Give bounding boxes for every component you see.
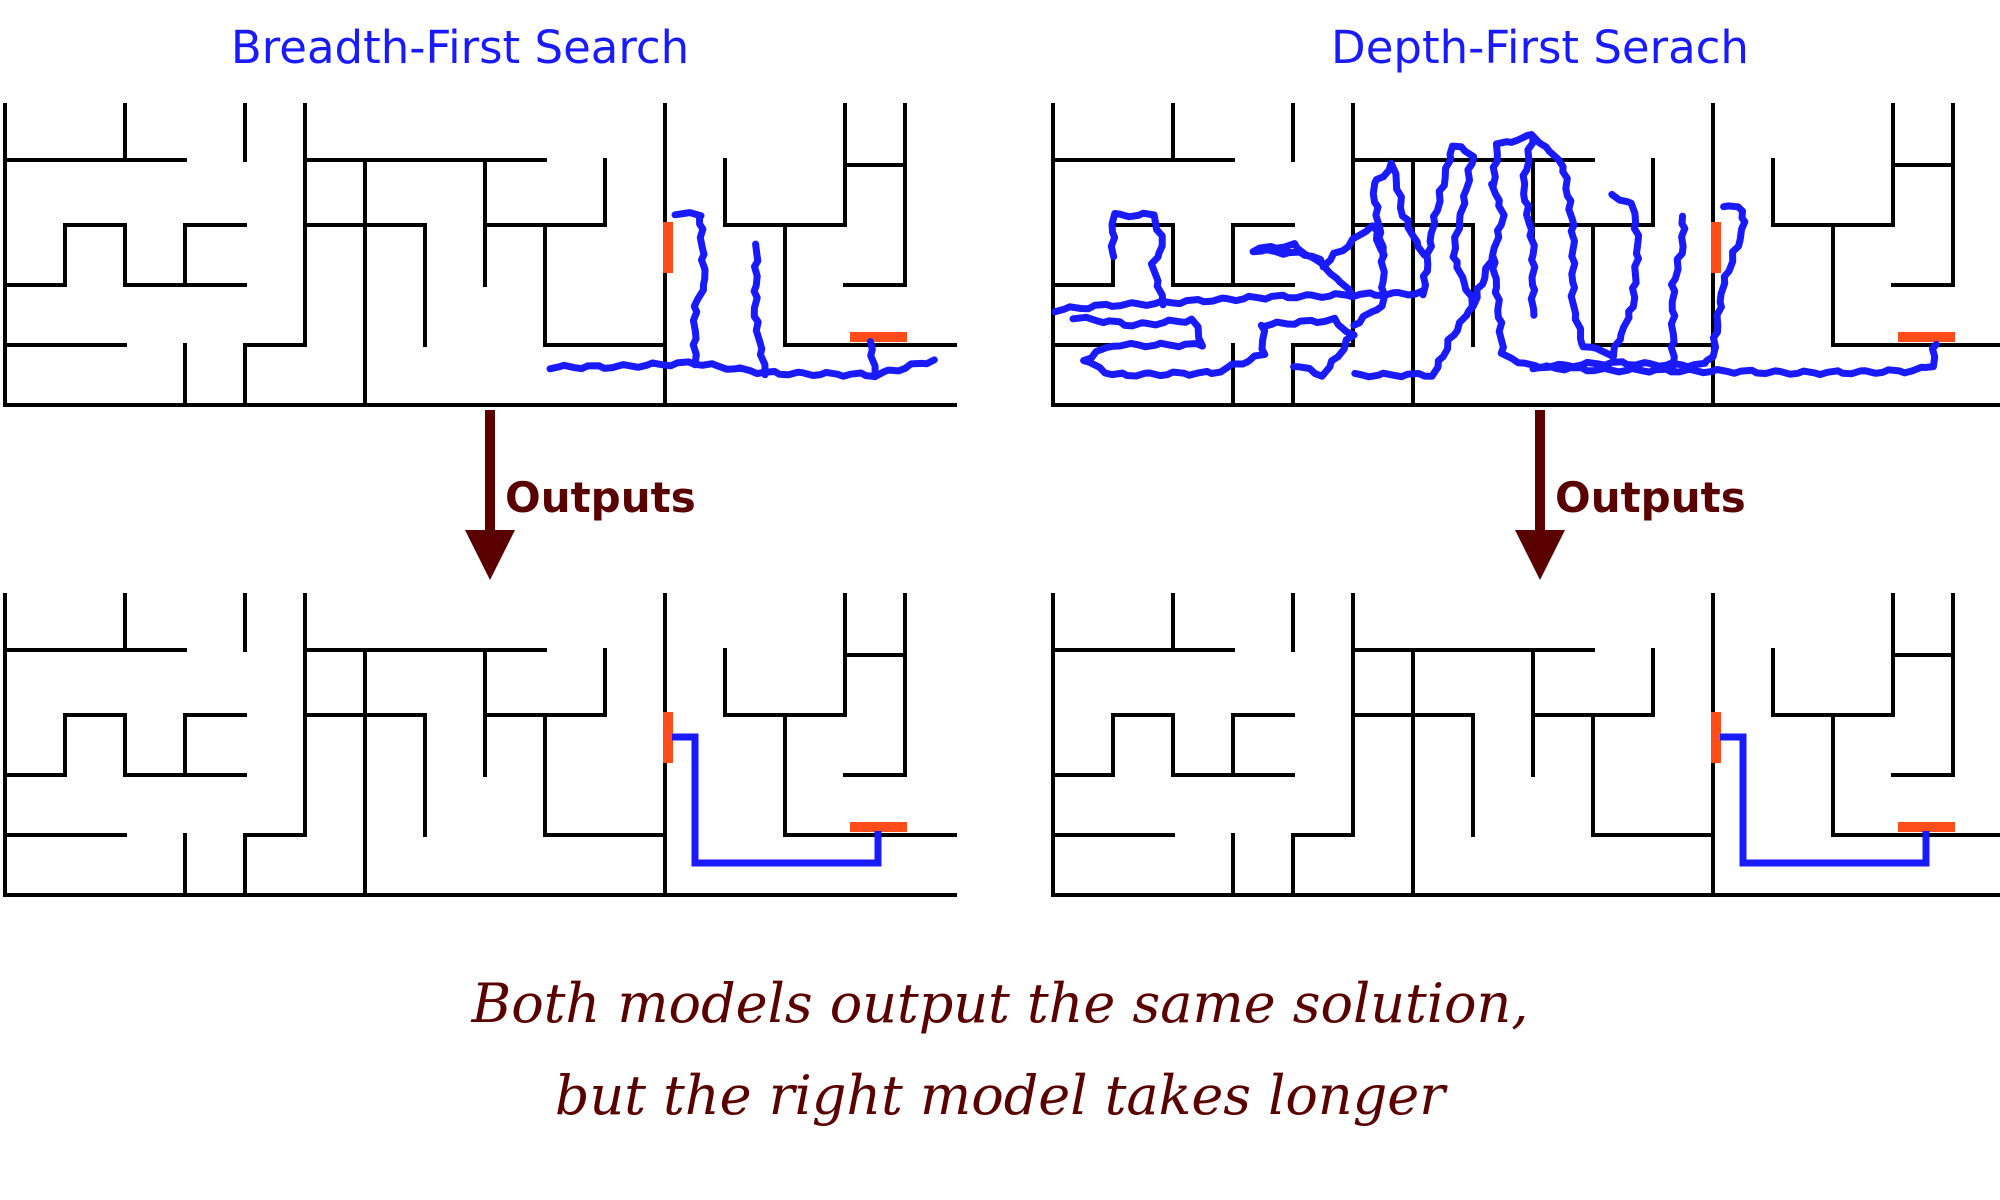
dfs-search-trace: [1419, 142, 1478, 299]
dfs-search-trace: [1259, 314, 1358, 380]
bfs-search-trace: [671, 209, 705, 220]
outputs-label-right: Outputs: [1555, 473, 1746, 522]
dfs-search-trace: [1369, 159, 1428, 261]
dfs-search-trace: [1489, 253, 1717, 372]
bfs-solution-path: [672, 733, 882, 867]
arrow-left: [465, 410, 515, 580]
dfs-search-trace: [1249, 240, 1357, 301]
dfs-search-trace: [1709, 202, 1749, 361]
outputs-label-left: Outputs: [505, 473, 696, 522]
dfs-search-trace: [1051, 287, 1425, 316]
dfs-search-trace: [1579, 190, 1643, 361]
dfs-search-trace: [1069, 313, 1269, 380]
bfs-search-maze: [3, 103, 957, 407]
dfs-search-trace: [1469, 180, 1508, 311]
dfs-search-trace: [1351, 253, 1476, 381]
dfs-search-trace: [1489, 131, 1586, 349]
arrow-right-head: [1515, 530, 1565, 580]
arrow-left-head: [465, 530, 515, 580]
bfs-search-trace: [866, 338, 879, 381]
bfs-output-maze: [3, 593, 957, 897]
bfs-title: Breadth-First Search: [230, 21, 690, 74]
bfs-search-trace: [689, 212, 709, 369]
dfs-title: Depth-First Serach: [1331, 21, 1749, 74]
dfs-search-trace: [1107, 209, 1167, 309]
caption-line-2: but the right model takes longer: [554, 1064, 1446, 1127]
dfs-output-maze: [1051, 593, 2000, 897]
dfs-search-trace: [1529, 340, 1940, 379]
arrow-right: [1515, 410, 1565, 580]
bfs-search-trace: [750, 240, 769, 379]
caption-line-1: Both models output the same solution,: [471, 972, 1529, 1035]
dfs-solution-path: [1720, 733, 1930, 867]
dfs-search-trace: [1667, 212, 1689, 371]
dfs-search-trace: [1519, 133, 1539, 319]
